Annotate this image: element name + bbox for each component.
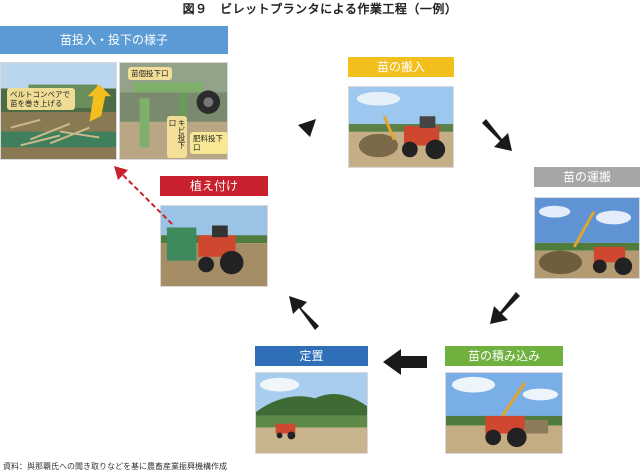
seedling-input-panel: 苗投入・投下の様子 ベルトコンベアで 苗を巻き上 [0, 26, 228, 161]
arrow-right-up [282, 119, 316, 149]
belt-conveyor-photo [0, 62, 117, 160]
carry-photo [534, 197, 640, 279]
step-label-transport-in: 苗の搬入 [348, 57, 454, 77]
arrow-right-down [482, 119, 512, 151]
fertilizer-drop-callout: 肥料投下口 [190, 132, 228, 154]
diagram-title: 図９ ビレットプランタによる作業工程（一例） [182, 2, 458, 16]
step-label-planting: 植え付け [160, 176, 268, 196]
seedling-drop-callout: 苗個投下口 [128, 67, 172, 80]
panel-header: 苗投入・投下の様子 [0, 26, 228, 54]
step-label-placement: 定置 [255, 346, 368, 366]
dashed-arrow-to-panel [114, 166, 173, 225]
source-note: 資料：與那覇氏への聞き取りなどを基に農畜産業振興機構作成 [3, 462, 227, 471]
loading-photo [445, 372, 563, 454]
arrow-left-down [490, 292, 520, 324]
planting-photo [160, 205, 268, 287]
placement-photo [255, 372, 368, 454]
transport-in-photo [348, 86, 454, 168]
cane-drop-callout: キビ投下口 [167, 116, 187, 158]
arrow-left-up [289, 296, 319, 330]
belt-conveyor-callout: ベルトコンベアで 苗を巻き上げる [7, 88, 75, 110]
step-label-carry: 苗の運搬 [534, 167, 640, 187]
step-label-loading: 苗の積み込み [445, 346, 563, 366]
arrow-left [383, 349, 427, 375]
